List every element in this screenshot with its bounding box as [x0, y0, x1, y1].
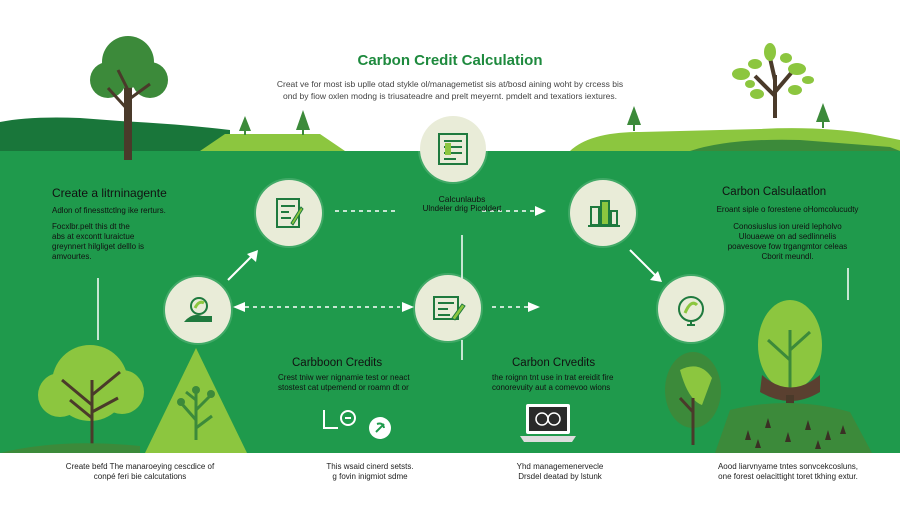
mid-left-line: stostest cat utpemend or roamn dt or	[278, 383, 409, 392]
top-center-heading: Calcunlaubs	[438, 194, 486, 204]
page-title: Carbon Credit Calculation	[357, 52, 543, 69]
step-gauge-circle	[658, 276, 724, 342]
footer-col-2: This wsaid cinerd setsts. g fovin inigmi…	[310, 462, 430, 482]
mid-right-line: conorevuity aut a comevoo wions	[492, 383, 611, 392]
mid-left-heading: Carbboon Credits	[292, 357, 383, 369]
left-block-line: Adlon of finessttctlng ike rerturs.	[52, 206, 166, 215]
mid-right-heading: Carbon Crvedits	[512, 357, 596, 369]
left-block-body-line: greynnert hilgliget delllo is	[52, 242, 145, 251]
leaf-gauge-icon	[678, 296, 704, 326]
right-block-line: Eroant siple o forestene oHomcolucudty	[716, 205, 859, 214]
right-block-body-line: Conosiuslus ion ureid lepholvo	[733, 222, 842, 231]
clipboard-pen-icon	[433, 296, 466, 321]
mid-left-lines: Crest tniw wer nignamie test or neact st…	[278, 373, 438, 393]
left-block-body: Focxlbr.pelt this dt the abs at excontt …	[52, 222, 144, 262]
right-block-body: Conosiuslus ion ureid lepholvo Ulouaewe …	[690, 222, 885, 262]
carbon-credit-coin-icon	[323, 410, 391, 439]
buildings-icon	[588, 200, 620, 227]
left-block-body-line: abs at excontt luraictue	[52, 232, 135, 241]
footer-line: conpé feri bie calcutations	[93, 472, 187, 481]
footer-line: one forest oelacittight toret tkhing ext…	[718, 472, 858, 481]
step-buildings-circle	[570, 180, 636, 246]
left-block-heading: Create a litrninagente	[52, 186, 167, 200]
footer-line: Create befd The manaroeying cescdice of	[65, 462, 215, 471]
top-center-text: Calcunlaubs Ulndeler drig Picoldert	[392, 194, 532, 214]
right-block-body-line: poavesove fow trgangmtor celeas	[727, 242, 848, 251]
page-subtitle: Creat ve for most isb uplle otad stykle …	[250, 78, 650, 102]
leaf-hand-icon	[184, 297, 212, 322]
mid-right-lines: the roignn tnt use in trat ereidit fire …	[492, 373, 652, 393]
document-icon	[438, 133, 468, 165]
footer-col-3: Yhd managemenervecle Drsdel deatad by ls…	[500, 462, 620, 482]
right-block-heading: Carbon Calsulaatlon	[722, 186, 827, 198]
left-block-body-line: amvourtes.	[52, 252, 92, 261]
footer-col-4: Aood liarvnyame tntes sonvcekcosluns, on…	[688, 462, 888, 482]
right-block-lines: Eroant siple o forestene oHomcolucudty	[690, 205, 885, 215]
right-block-body-line: Cborit meundl.	[761, 252, 814, 261]
footer-line: This wsaid cinerd setsts.	[326, 462, 414, 471]
top-center-line: Ulndeler drig Picoldert	[422, 204, 502, 213]
footer-line: Aood liarvnyame tntes sonvcekcosluns,	[717, 462, 859, 471]
right-block-body-line: Ulouaewe on ad sedlinnelis	[738, 232, 837, 241]
step-document-circle	[420, 116, 486, 182]
mid-right-line: the roignn tnt use in trat ereidit fire	[492, 373, 614, 382]
mid-left-line: Crest tniw wer nignamie test or neact	[278, 373, 410, 382]
footer-line: Yhd managemenervecle	[516, 462, 604, 471]
footer-line: g fovin inigmiot sdme	[332, 472, 408, 481]
subtitle-line: Creat ve for most isb uplle otad stykle …	[276, 79, 624, 89]
step-leaf-hand-circle	[165, 277, 231, 343]
footer-line: Drsdel deatad by lstunk	[518, 472, 602, 481]
step-clipboard-circle	[415, 275, 481, 341]
left-block-lines: Adlon of finessttctlng ike rerturs.	[52, 206, 166, 216]
subtitle-line: ond by fiow oxlen modng is triusateadre …	[282, 91, 618, 101]
laptop-coin-icon	[520, 404, 576, 442]
left-block-body-line: Focxlbr.pelt this dt the	[52, 222, 130, 231]
document-pen-icon	[276, 198, 304, 228]
step-document-pen-circle	[256, 180, 322, 246]
footer-col-1: Create befd The manaroeying cescdice of …	[50, 462, 230, 482]
